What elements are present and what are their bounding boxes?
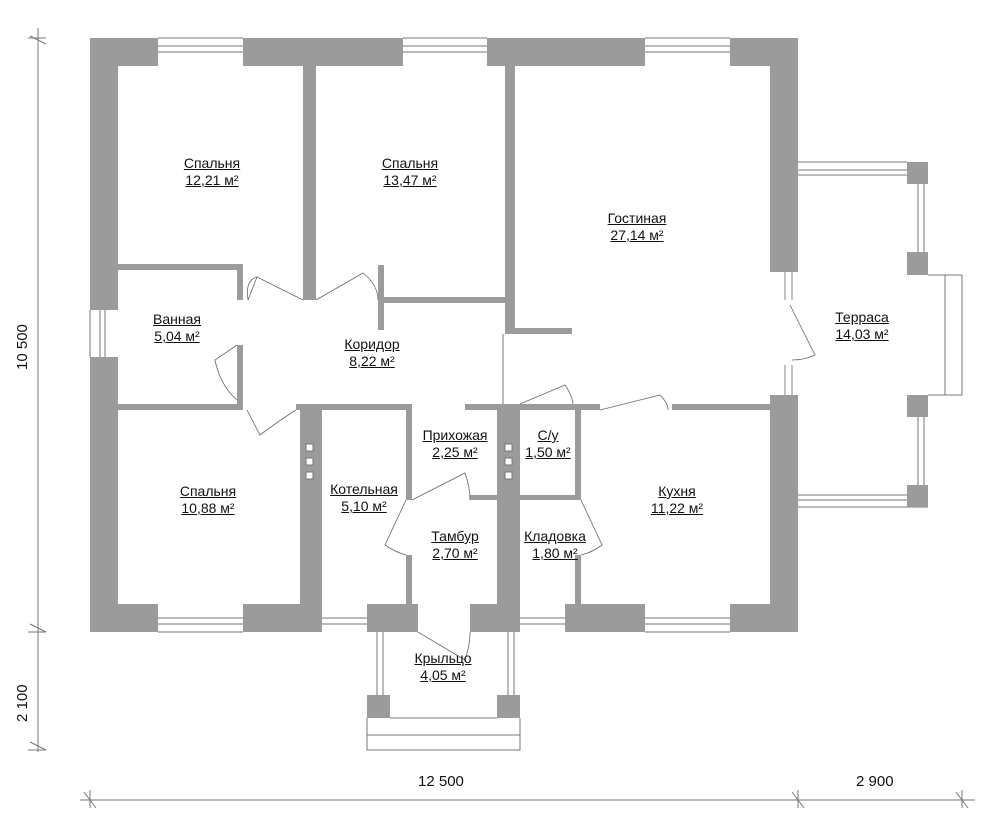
dimension-width-terrace: 2 900	[856, 773, 894, 790]
room-name: Спальня	[183, 155, 241, 171]
exterior-walls	[90, 38, 798, 632]
room-area: 1,80 м²	[532, 545, 578, 561]
porch	[366, 632, 521, 751]
doors	[214, 272, 816, 661]
room-name: Крыльцо	[414, 650, 472, 666]
room-area: 2,70 м²	[432, 545, 478, 561]
room-name: Тамбур	[431, 528, 479, 544]
dimension-height-porch: 2 100	[14, 684, 31, 722]
room-name: С/у	[537, 427, 559, 443]
room-name: Терраса	[835, 309, 889, 325]
room-name: Спальня	[381, 155, 439, 171]
interior-walls	[118, 66, 770, 604]
room-name: Гостиная	[607, 210, 667, 226]
room-name: Коридор	[344, 336, 400, 352]
room-area: 13,47 м²	[383, 172, 437, 188]
room-name: Котельная	[330, 481, 398, 497]
room-name: Ванная	[153, 311, 201, 327]
room-area: 1,50 м²	[525, 444, 571, 460]
dimension-width-main: 12 500	[418, 773, 464, 790]
dimension-height-main: 10 500	[14, 324, 31, 370]
room-name: Кладовка	[524, 528, 586, 544]
room-area: 12,21 м²	[185, 172, 239, 188]
room-area: 8,22 м²	[349, 353, 395, 369]
room-area: 14,03 м²	[835, 326, 889, 342]
windows	[89, 37, 730, 633]
dimension-lines	[28, 28, 975, 809]
room-area: 10,88 м²	[181, 500, 235, 516]
room-name: Кухня	[658, 483, 696, 499]
room-area: 4,05 м²	[420, 667, 466, 683]
room-name: Спальня	[179, 483, 237, 499]
room-area: 5,10 м²	[341, 498, 387, 514]
room-area: 11,22 м²	[650, 500, 704, 516]
vent-ducts	[305, 443, 513, 480]
room-name: Прихожая	[422, 427, 488, 443]
room-area: 5,04 м²	[154, 328, 200, 344]
room-area: 2,25 м²	[432, 444, 478, 460]
terrace	[798, 161, 963, 508]
room-area: 27,14 м²	[610, 227, 664, 243]
